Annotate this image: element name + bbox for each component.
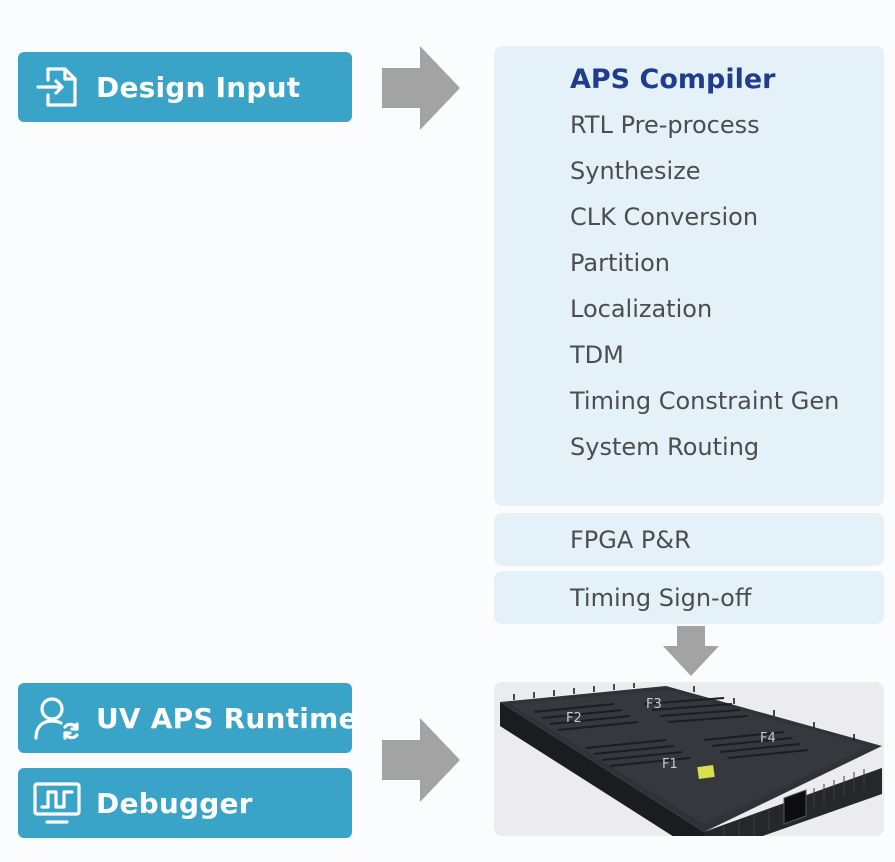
chip-label: F2 (566, 711, 582, 726)
chip-label: F1 (662, 757, 678, 772)
compiler-step: TDM (570, 341, 624, 369)
aps-compiler-panel: APS Compiler RTL Pre-process Synthesize … (494, 46, 884, 506)
compiler-step: Timing Constraint Gen (570, 387, 840, 415)
debugger-box[interactable]: Debugger (18, 768, 352, 838)
timing-signoff-label: Timing Sign-off (570, 583, 752, 612)
compiler-step: CLK Conversion (570, 203, 759, 231)
user-sync-icon (32, 693, 82, 743)
chip-label: F4 (760, 731, 776, 746)
runtime-label: UV APS Runtime (96, 701, 358, 735)
compiler-step: Partition (570, 249, 671, 277)
arrow-right-icon (382, 718, 460, 802)
waveform-monitor-icon (32, 778, 82, 828)
arrow-down-icon (663, 626, 719, 676)
file-import-icon (32, 62, 82, 112)
hardware-illustration: F2 F3 F4 F1 (500, 683, 882, 836)
prototyping-hardware-image: F2 F3 F4 F1 (494, 682, 884, 836)
design-input-box[interactable]: Design Input (18, 52, 352, 122)
runtime-box[interactable]: UV APS Runtime (18, 683, 357, 753)
timing-signoff-box: Timing Sign-off (494, 571, 884, 624)
chip-label: F3 (646, 697, 662, 712)
compiler-title: APS Compiler (570, 64, 776, 95)
debugger-label: Debugger (96, 786, 253, 820)
arrow-right-icon (382, 46, 460, 130)
fpga-pr-label: FPGA P&R (570, 525, 691, 554)
compiler-step: Localization (570, 295, 713, 323)
compiler-step: RTL Pre-process (570, 111, 760, 139)
compiler-step: System Routing (570, 433, 760, 461)
fpga-pr-box: FPGA P&R (494, 513, 884, 566)
compiler-step: Synthesize (570, 157, 701, 185)
design-input-label: Design Input (96, 70, 301, 104)
